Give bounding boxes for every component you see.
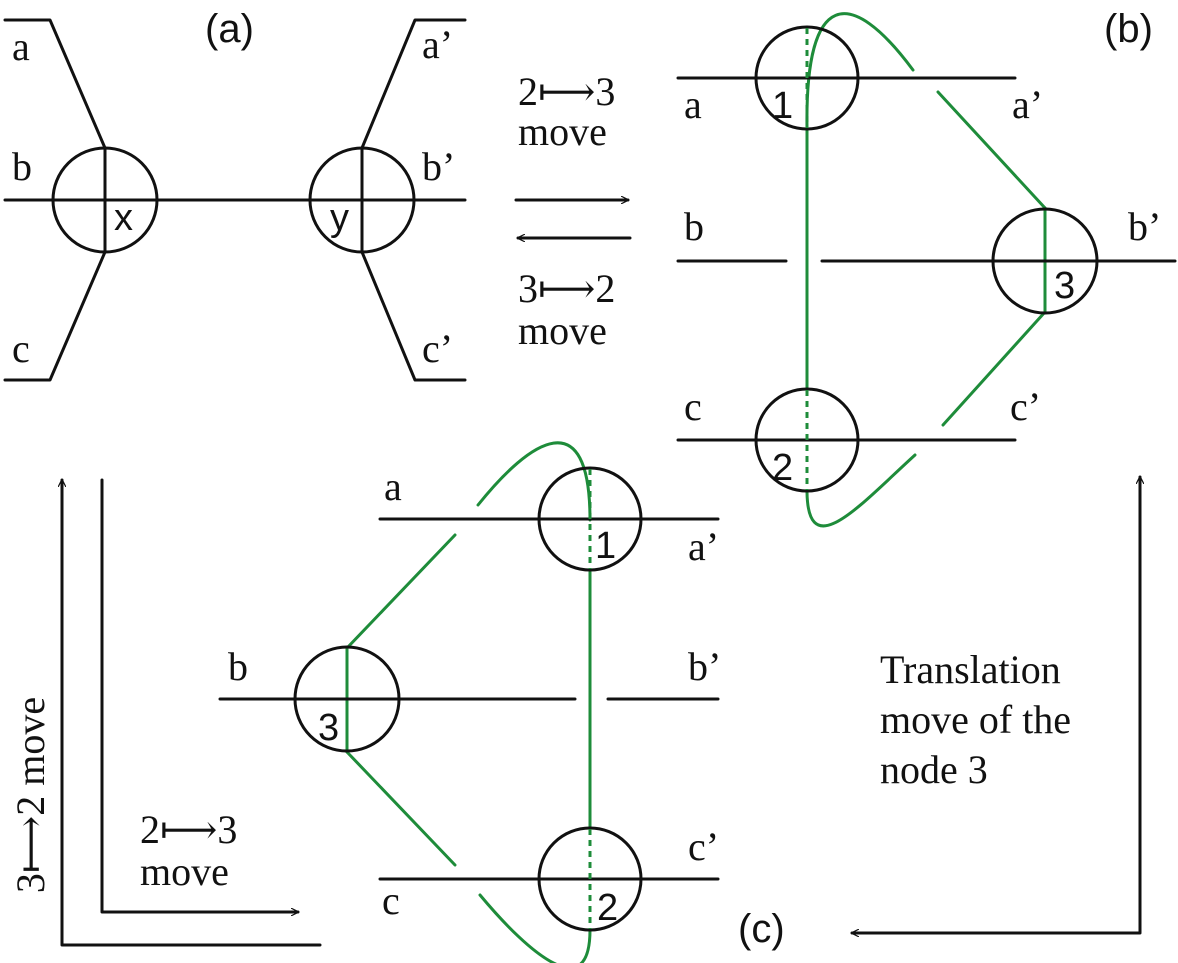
label-a: a	[12, 24, 30, 69]
arrow-right-ac	[100, 478, 300, 912]
label-b-b: b	[684, 204, 704, 249]
translation-line3: node 3	[880, 747, 988, 792]
moves-a-b: 2⟼3 move 3⟼2 move	[514, 69, 632, 353]
node-1-c	[537, 466, 643, 572]
green-diag-upper-c	[345, 533, 457, 650]
move-ac-horizontal-line2: move	[140, 849, 229, 894]
label-b-prime: b’	[422, 144, 455, 189]
green-diag-lower-c	[345, 750, 457, 867]
move-ac-horizontal-line1: 2⟼3	[140, 807, 237, 852]
green-diag-lower	[941, 310, 1047, 427]
label-c-prime-b: c’	[1010, 384, 1041, 429]
label-a-c: a	[384, 464, 402, 509]
label-a-prime-c: a’	[688, 524, 719, 569]
node-label-y: y	[330, 197, 349, 239]
move-ab-bottom-line2: move	[518, 308, 607, 353]
green-diag-upper	[936, 90, 1047, 210]
label-c: c	[12, 326, 30, 371]
move-ab-top-line1: 2⟼3	[518, 69, 615, 114]
panel-label-c: (c)	[738, 907, 785, 951]
node-2-c	[537, 826, 643, 932]
panel-a: (a) a b c a’ b’ c’ x y	[3, 7, 467, 382]
arrow-up-ac	[62, 478, 322, 947]
strand-c-prime	[360, 250, 467, 382]
label-c-prime: c’	[422, 326, 453, 371]
green-arc-bottom	[805, 453, 917, 528]
node-1-b	[754, 25, 860, 131]
node-label-1-b: 1	[772, 85, 793, 127]
green-arc-top	[805, 12, 915, 130]
node-label-x: x	[114, 197, 133, 239]
label-a-b: a	[684, 82, 702, 127]
panel-label-b: (b)	[1104, 7, 1153, 51]
arrow-translation	[850, 475, 1140, 933]
label-b-c: b	[228, 644, 248, 689]
green-arc-top-c	[476, 441, 592, 522]
label-b-prime-c: b’	[688, 644, 721, 689]
node-label-1-c: 1	[595, 525, 616, 567]
translation-line2: move of the	[880, 697, 1071, 742]
node-label-2-c: 2	[597, 887, 618, 929]
move-ac-vertical: 3⟼2 move	[8, 697, 53, 893]
panel-label-a: (a)	[205, 7, 254, 51]
move-ab-bottom-line1: 3⟼2	[518, 266, 615, 311]
strand-a	[3, 18, 107, 150]
label-c-c: c	[382, 878, 400, 923]
label-b-prime-b: b’	[1128, 204, 1161, 249]
strand-c	[3, 250, 107, 382]
node-label-3-c: 3	[318, 707, 339, 749]
green-arc-bottom-c	[478, 893, 592, 963]
panel-c: a a’ b b’ c c’ 1 3 2 (c)	[218, 441, 785, 963]
strand-a-prime	[360, 18, 467, 150]
panel-b: (b) a a’ b b’ c c’ 1 3 2	[676, 7, 1177, 528]
label-a-prime-b: a’	[1012, 82, 1043, 127]
move-ab-top-line2: move	[518, 109, 607, 154]
label-b: b	[12, 144, 32, 189]
label-c-prime-c: c’	[688, 824, 719, 869]
label-a-prime: a’	[422, 22, 453, 67]
node-label-2-b: 2	[772, 447, 793, 489]
translation-line1: Translation	[880, 647, 1061, 692]
moves-b-c: Translation move of the node 3	[850, 475, 1140, 933]
label-c-b: c	[684, 384, 702, 429]
moves-a-c: 3⟼2 move 2⟼3 move	[8, 478, 322, 947]
node-2-b	[754, 387, 860, 493]
node-label-3-b: 3	[1054, 265, 1075, 307]
